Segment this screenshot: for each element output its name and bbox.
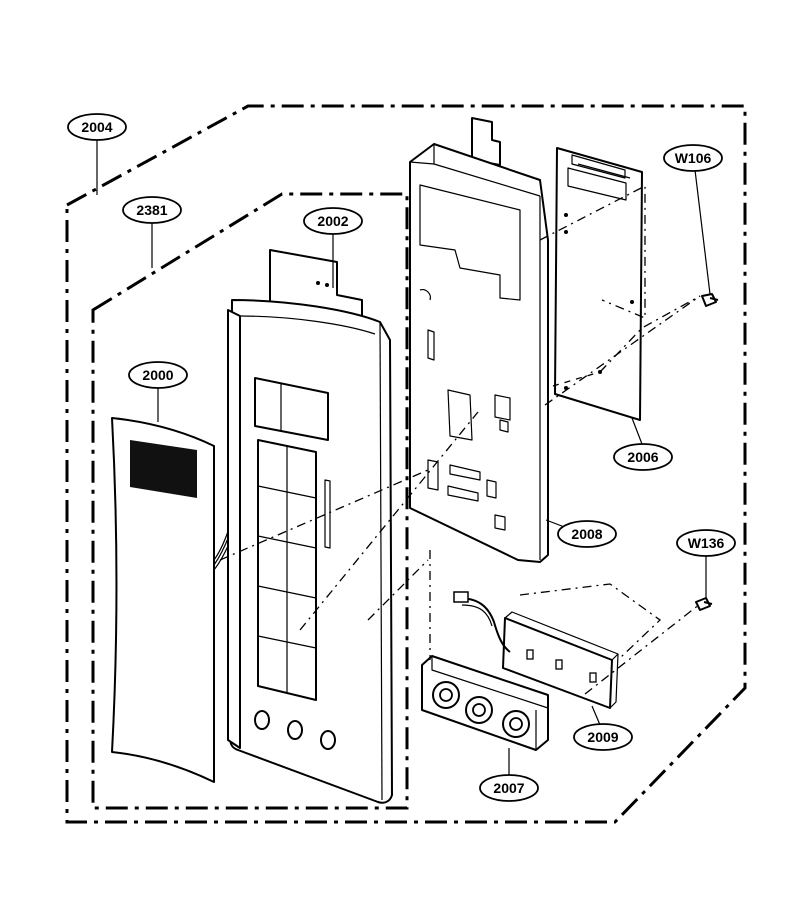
callout-2002: 2002 <box>303 207 363 235</box>
svg-text:2004: 2004 <box>81 119 112 135</box>
callout-2004: 2004 <box>67 113 127 141</box>
callout-W106: W106 <box>663 144 723 172</box>
svg-text:W106: W106 <box>675 150 712 166</box>
part-2006-main-pcb <box>554 147 643 421</box>
svg-text:2006: 2006 <box>627 449 658 465</box>
part-W136-screw <box>695 597 713 611</box>
part-2009-knob-pcb <box>453 591 619 709</box>
part-2007-knob-holder <box>421 655 549 751</box>
callout-2000: 2000 <box>128 361 188 389</box>
callout-2009: 2009 <box>573 723 633 751</box>
display-window <box>130 440 197 498</box>
leader-lines <box>96 139 711 776</box>
alignment-lines <box>219 184 701 695</box>
assembly-boundary-2381 <box>91 192 409 810</box>
svg-text:2000: 2000 <box>142 367 173 383</box>
assembly-boundary-2004 <box>65 104 747 824</box>
svg-text:2381: 2381 <box>136 202 167 218</box>
callout-2007: 2007 <box>479 774 539 802</box>
callout-W136: W136 <box>676 529 736 557</box>
part-2000-membrane-overlay <box>111 417 251 783</box>
svg-text:W136: W136 <box>688 535 725 551</box>
svg-text:2002: 2002 <box>317 213 348 229</box>
callout-2381: 2381 <box>122 196 182 224</box>
svg-text:2007: 2007 <box>493 780 524 796</box>
svg-text:2009: 2009 <box>587 729 618 745</box>
part-2008-panel-frame-bracket <box>409 117 549 563</box>
svg-text:2008: 2008 <box>571 526 602 542</box>
part-W106-screw <box>701 293 719 307</box>
callout-2006: 2006 <box>613 443 673 471</box>
part-2002-control-panel-frame <box>227 249 393 804</box>
callout-2008: 2008 <box>557 520 617 548</box>
